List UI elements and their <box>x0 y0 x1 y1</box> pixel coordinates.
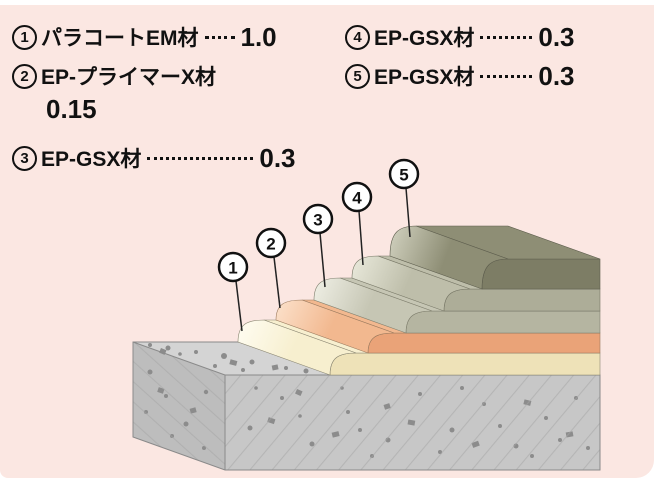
concrete-left-hatch <box>133 342 225 470</box>
legend-circled-number-5: 5 <box>345 63 370 89</box>
legend-value-4: 0.3 <box>538 22 575 52</box>
callout-number-4: 4 <box>352 189 362 208</box>
legend-circled-number-4: 4 <box>345 24 370 50</box>
callout-line-3 <box>319 232 326 288</box>
legend-circled-number-3: 3 <box>12 145 37 171</box>
callout-circle-5 <box>388 158 420 190</box>
callout-circle-4 <box>341 181 373 213</box>
callout-circle-2 <box>255 227 287 259</box>
legend-label-2: EP-プライマーX材 <box>41 66 217 89</box>
legend-item-4: 4 EP-GSX材 0.3 <box>345 22 575 52</box>
legend-label-1: パラコートEM材 <box>41 27 199 50</box>
layer-3-rounded-edge <box>313 277 433 334</box>
legend-label-4: EP-GSX材 <box>374 27 475 50</box>
concrete-front-hatch <box>225 375 600 470</box>
layer-4-front-face <box>443 288 601 312</box>
legend-value-2: 0.15 <box>46 94 97 124</box>
dotted-leader-4 <box>480 35 533 39</box>
legend-value-3: 0.3 <box>259 143 296 173</box>
layer-2-rounded-edge <box>275 299 395 354</box>
legend-item-3: 3 EP-GSX材 0.3 <box>12 143 296 173</box>
callout-line-1 <box>235 280 243 332</box>
legend-value-1: 1.0 <box>240 22 277 52</box>
legend-circled-number-2: 2 <box>12 63 37 89</box>
callout-line-4 <box>358 210 364 266</box>
legend-value-5: 0.3 <box>538 61 575 91</box>
legend-item-5: 5 EP-GSX材 0.3 <box>345 61 575 91</box>
callout-number-2: 2 <box>266 235 275 254</box>
legend-right: 4 EP-GSX材 0.3 5 EP-GSX材 0.3 <box>345 22 575 91</box>
callout-circle-3 <box>302 203 334 235</box>
layer-5 <box>389 225 601 290</box>
legend-circled-number-1: 1 <box>12 24 37 50</box>
callout-circle-1 <box>217 251 249 283</box>
legend-item-2: 2 EP-プライマーX材 <box>12 61 296 91</box>
callout-line-2 <box>273 256 281 309</box>
callout-number-5: 5 <box>399 166 408 185</box>
layer-1-rounded-edge <box>237 319 357 376</box>
layer-5-front-face <box>481 258 601 290</box>
callout-line-5 <box>405 187 411 238</box>
layer-5-rounded-edge <box>389 225 509 290</box>
dotted-leader-5 <box>480 74 533 78</box>
legend-label-3: EP-GSX材 <box>41 148 142 171</box>
layer-2-front-face <box>367 332 601 354</box>
dotted-leader-1 <box>204 35 235 39</box>
callouts: 1 2 3 4 5 <box>217 158 420 332</box>
layer-3-front-face <box>405 310 601 334</box>
callout-number-1: 1 <box>228 259 237 278</box>
dotted-leader-3 <box>147 156 254 160</box>
legend-item-1: 1 パラコートEM材 1.0 <box>12 22 296 52</box>
legend-label-5: EP-GSX材 <box>374 66 475 89</box>
legend-left: 1 パラコートEM材 1.0 2 EP-プライマーX材 0.15 3 EP-GS… <box>12 22 296 173</box>
legend-item-2-value-row: 0.15 <box>46 96 296 122</box>
callout-number-3: 3 <box>313 211 322 230</box>
layer-4-rounded-edge <box>351 255 471 312</box>
layer-1-front-face <box>329 352 601 376</box>
